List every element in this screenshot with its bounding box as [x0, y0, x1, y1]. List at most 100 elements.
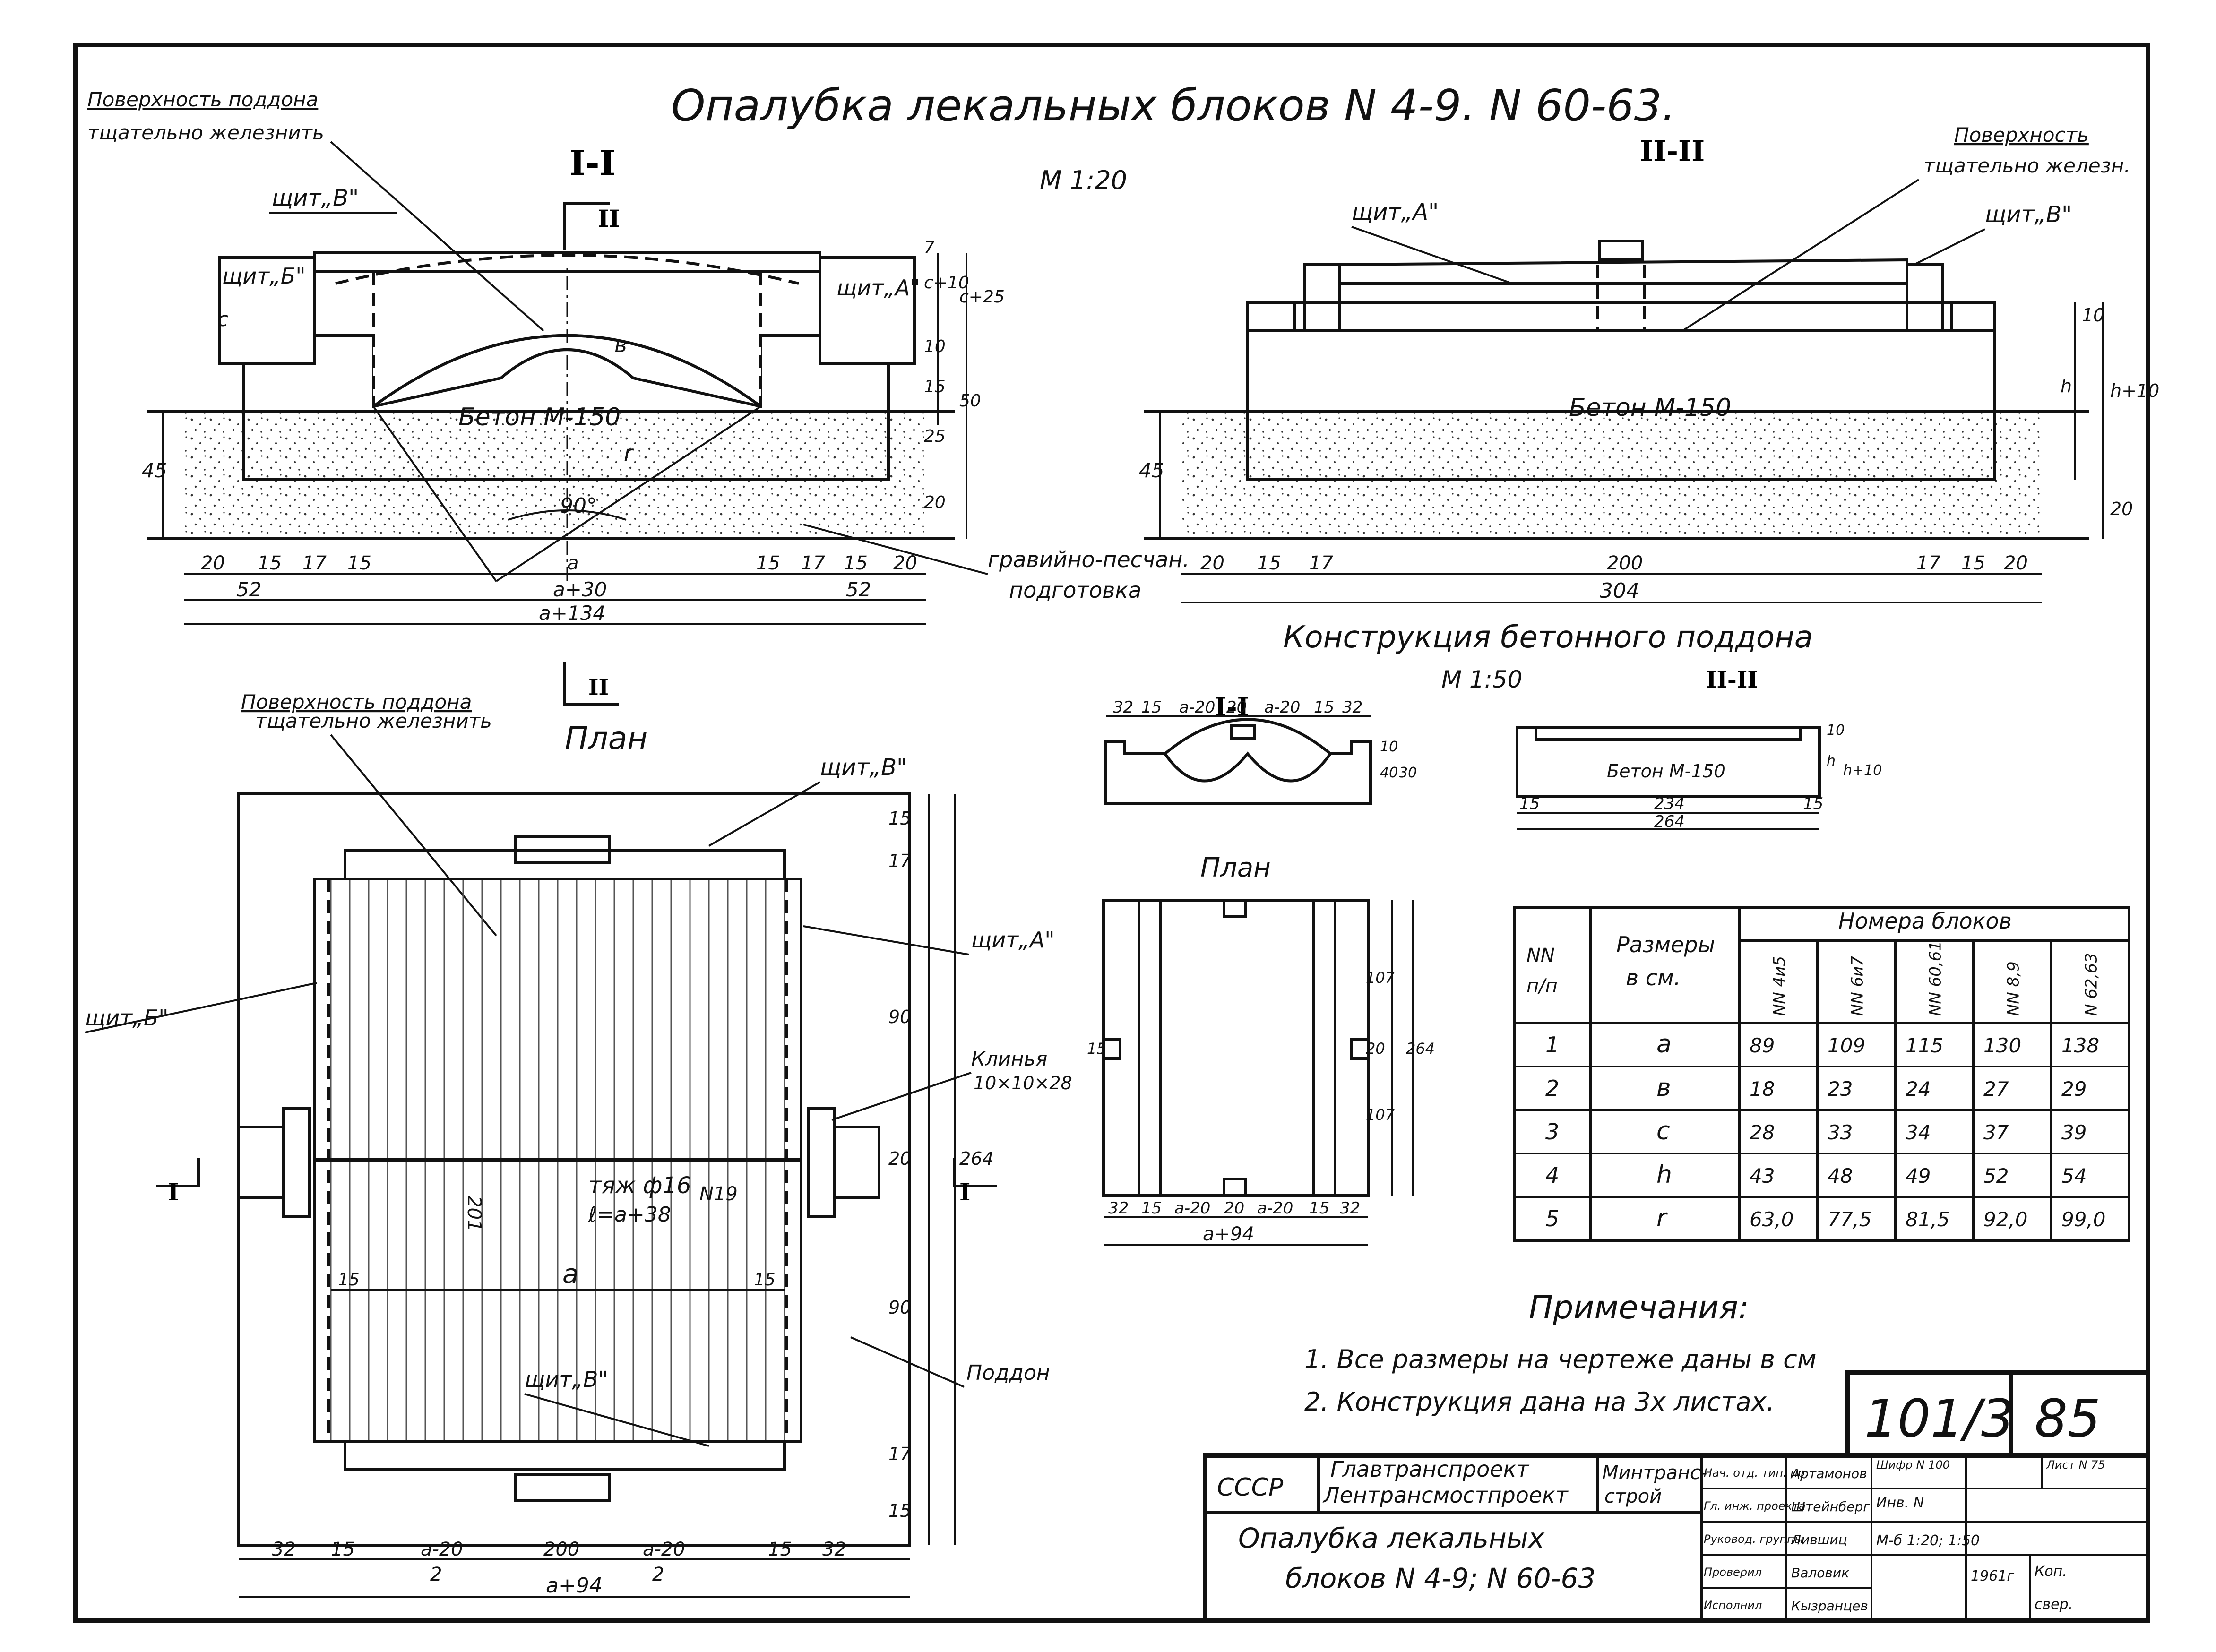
table-head-size1: Размеры [1616, 932, 1715, 957]
shield-v-2-label: щит„В" [1985, 201, 2072, 228]
plan-r3: 20 [888, 1148, 911, 1169]
stamp-shifr: Шифр N 100 [1876, 1458, 1950, 1471]
shield-v-2 [1906, 263, 1944, 332]
table-row-1-val-1: 23 [1828, 1077, 1853, 1101]
plan-15l: 15 [338, 1270, 360, 1290]
plan-denom-l: 2 [430, 1564, 442, 1585]
dim-s1-b2-0: 52 [236, 578, 261, 601]
notes: Примечания: 1. Все размеры на чертеже да… [1304, 1289, 1817, 1417]
table-row-3-val-1: 48 [1828, 1164, 1853, 1187]
plan-wedges-1: Клинья [971, 1047, 1047, 1070]
pallet-s1-d2: a-20 [1179, 698, 1215, 717]
stamp-role-3: Проверил [1704, 1566, 1762, 1579]
svg-text:10 h h+10 20: 10 h h+10 20 [2061, 305, 2165, 519]
stamp-scale: М-б 1:20; 1:50 [1876, 1532, 1980, 1549]
stamp-org1: Главтранспроект [1330, 1456, 1529, 1482]
pallet-plan-r0: 107 [1366, 969, 1395, 987]
dim-s2-b1-4: 17 [1916, 552, 1940, 574]
dim-s1-b1-0: 20 [201, 552, 225, 574]
table-row-4-n: 5 [1545, 1206, 1559, 1231]
table-row-0-val-0: 89 [1750, 1034, 1775, 1057]
plan-r6: 15 [888, 1500, 911, 1521]
plan-r4: 90 [888, 1297, 911, 1318]
pallet-s1-d1: 15 [1141, 698, 1162, 717]
section-2-2: II-II Бетон М-150 Поверхность тщательно … [1139, 123, 2165, 603]
table-row-0-val-3: 130 [1983, 1034, 2021, 1057]
dim-s1-b2-2: 52 [846, 578, 871, 601]
dim-s1-b1-2: 17 [302, 552, 327, 574]
table-row-4-val-2: 81,5 [1906, 1208, 1950, 1231]
table-row-1-val-0: 18 [1750, 1077, 1775, 1101]
dim-s1-r-3: 10 [924, 337, 946, 356]
dim-s1-b1-7: 15 [844, 552, 868, 574]
gravel-bed-2 [1181, 411, 2042, 539]
plan-264: 264 [959, 1148, 994, 1169]
table-row-3-val-2: 49 [1906, 1164, 1931, 1187]
stamp-person-4: Кызранцев [1791, 1598, 1868, 1614]
plan-cut-left: I [168, 1178, 179, 1206]
block-table: NN п/п Размеры в см. Номера блоков NN 4и… [1513, 906, 2130, 1242]
table-row-2-val-1: 33 [1828, 1121, 1853, 1144]
pallet-plan-total: a+94 [1203, 1223, 1254, 1245]
table-head-size2: в см. [1626, 965, 1681, 990]
dim-s1-b1-8: 20 [893, 552, 917, 574]
plan-label: План [565, 720, 647, 757]
stamp-ussr: СССР [1217, 1473, 1284, 1502]
table-row-2-val-3: 37 [1983, 1121, 2009, 1144]
table-head-no1: NN [1526, 945, 1555, 966]
pallet-construction: Конструкция бетонного поддона М 1:50 I-I… [1087, 620, 1882, 1246]
gravel-label-1: гравийно-песчан. [988, 547, 1190, 572]
pallet-s1-d5: 15 [1314, 698, 1334, 717]
plan-surface-2: тщательно железнить [255, 709, 492, 732]
svg-text:15 17 90 20: 15 17 90 20 90 17 15 264 [888, 808, 994, 1521]
cut-mark-ii [563, 202, 610, 250]
shield-v-top [313, 251, 821, 273]
stamp-role-4: Исполнил [1704, 1599, 1762, 1612]
dim-s1-r-5: 50 [959, 391, 981, 411]
stamp-inv: Инв. N [1876, 1495, 1924, 1511]
plan-surface-1: Поверхность поддона [241, 690, 472, 714]
pallet-scale: М 1:50 [1441, 666, 1522, 693]
plan-b0: 32 [272, 1539, 296, 1560]
table-head-no2: п/п [1526, 975, 1558, 997]
gravel-label-2: подготовка [1009, 577, 1141, 603]
pallet-title: Конструкция бетонного поддона [1283, 620, 1813, 655]
pallet-plan-d0: 32 [1108, 1199, 1129, 1218]
pallet-s1-s0: 10 [1380, 739, 1398, 755]
stamp-org2: Лентрансмостпроект [1322, 1482, 1569, 1508]
svg-text:7 с+10 с+25: 7 с+10 с+25 10 15 50 25 20 [924, 238, 1010, 512]
svg-text:10 h h+10: 10 h h+10 [1827, 722, 1882, 779]
svg-text:32 15 a-20 2: 32 15 a-20 200 a-20 15 32 2 2 [272, 1539, 853, 1585]
plan-total: a+94 [546, 1574, 603, 1598]
stamp-ministry1: Минтранс- [1602, 1462, 1707, 1484]
table-row-0-param: a [1656, 1030, 1672, 1058]
stamp-name1: Опалубка лекальных [1238, 1522, 1545, 1554]
note-2: 2. Конструкция дана на 3х листах. [1304, 1387, 1775, 1417]
dim-s1-r-4: 15 [924, 377, 946, 396]
dim-c-label: с [217, 308, 228, 331]
stamp-sheet: 85 [2035, 1388, 2101, 1449]
pallet-plan-d3: 20 [1224, 1199, 1244, 1218]
notes-title: Примечания: [1529, 1289, 1749, 1326]
svg-text:107 20 107 2: 107 20 107 264 15 [1087, 969, 1440, 1124]
rod-length: ℓ=a+38 [588, 1203, 671, 1227]
shield-v-bottom-plan [344, 1440, 786, 1471]
shield-a-right [819, 256, 916, 365]
section-2-2-label: II-II [1640, 135, 1705, 168]
table-row-4-val-3: 92,0 [1983, 1208, 2028, 1231]
table-col-4: N 62,63 [2082, 953, 2101, 1016]
svg-text:15 234 15 26: 15 234 15 264 [1519, 794, 1828, 831]
dim-s2-b1-6: 20 [2004, 552, 2028, 574]
dim-s2-b1-2: 17 [1309, 552, 1333, 574]
dim-s2-b1-5: 15 [1961, 552, 1985, 574]
plan-pallet: Поддон [966, 1361, 1050, 1385]
dim-s2-left: 45 [1139, 459, 1164, 482]
pallet-plan-d4: a-20 [1257, 1199, 1293, 1218]
cut-mark-ii-bottom [563, 662, 619, 706]
pallet-plan-r3: 264 [1406, 1040, 1435, 1058]
plan-b6: 32 [822, 1539, 846, 1560]
table-row-4-val-4: 99,0 [2061, 1208, 2106, 1231]
stamp-person-2: Лившиц [1791, 1532, 1847, 1548]
pallet-s1-d6: 32 [1342, 698, 1362, 717]
